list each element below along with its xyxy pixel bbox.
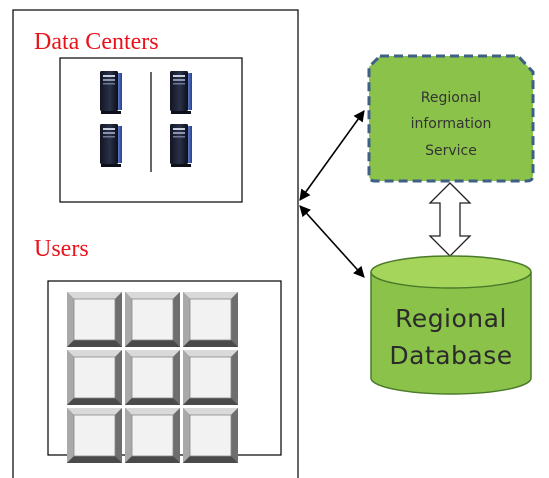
ris-line-1: Regional [421, 90, 481, 106]
keyboard-key-icon [67, 408, 122, 463]
keyboard-key-icon [183, 408, 238, 463]
user-keypad [67, 292, 238, 463]
keyboard-key-icon [125, 292, 180, 347]
keyboard-key-icon [67, 350, 122, 405]
data-centers-label: Data Centers [34, 29, 159, 55]
ris-line-3: Service [425, 143, 477, 159]
server-tower-icon [170, 124, 192, 167]
server-tower-icon [100, 71, 122, 114]
users-label: Users [34, 236, 89, 262]
regional-database-node [370, 255, 532, 395]
server-tower-icon [100, 124, 122, 167]
keyboard-key-icon [67, 292, 122, 347]
keyboard-key-icon [183, 350, 238, 405]
keyboard-key-icon [125, 350, 180, 405]
service-database-link-arrow [428, 182, 472, 257]
server-tower-icon [170, 71, 192, 114]
container-to-database-arrow [299, 205, 365, 278]
container-to-service-arrow [299, 110, 365, 201]
database-line-2: Database [389, 341, 512, 370]
keyboard-key-icon [125, 408, 180, 463]
ris-line-2: information [411, 116, 492, 132]
regional-information-service-node [367, 54, 535, 183]
server-group [100, 71, 192, 167]
database-line-1: Regional [395, 304, 507, 333]
keyboard-key-icon [183, 292, 238, 347]
